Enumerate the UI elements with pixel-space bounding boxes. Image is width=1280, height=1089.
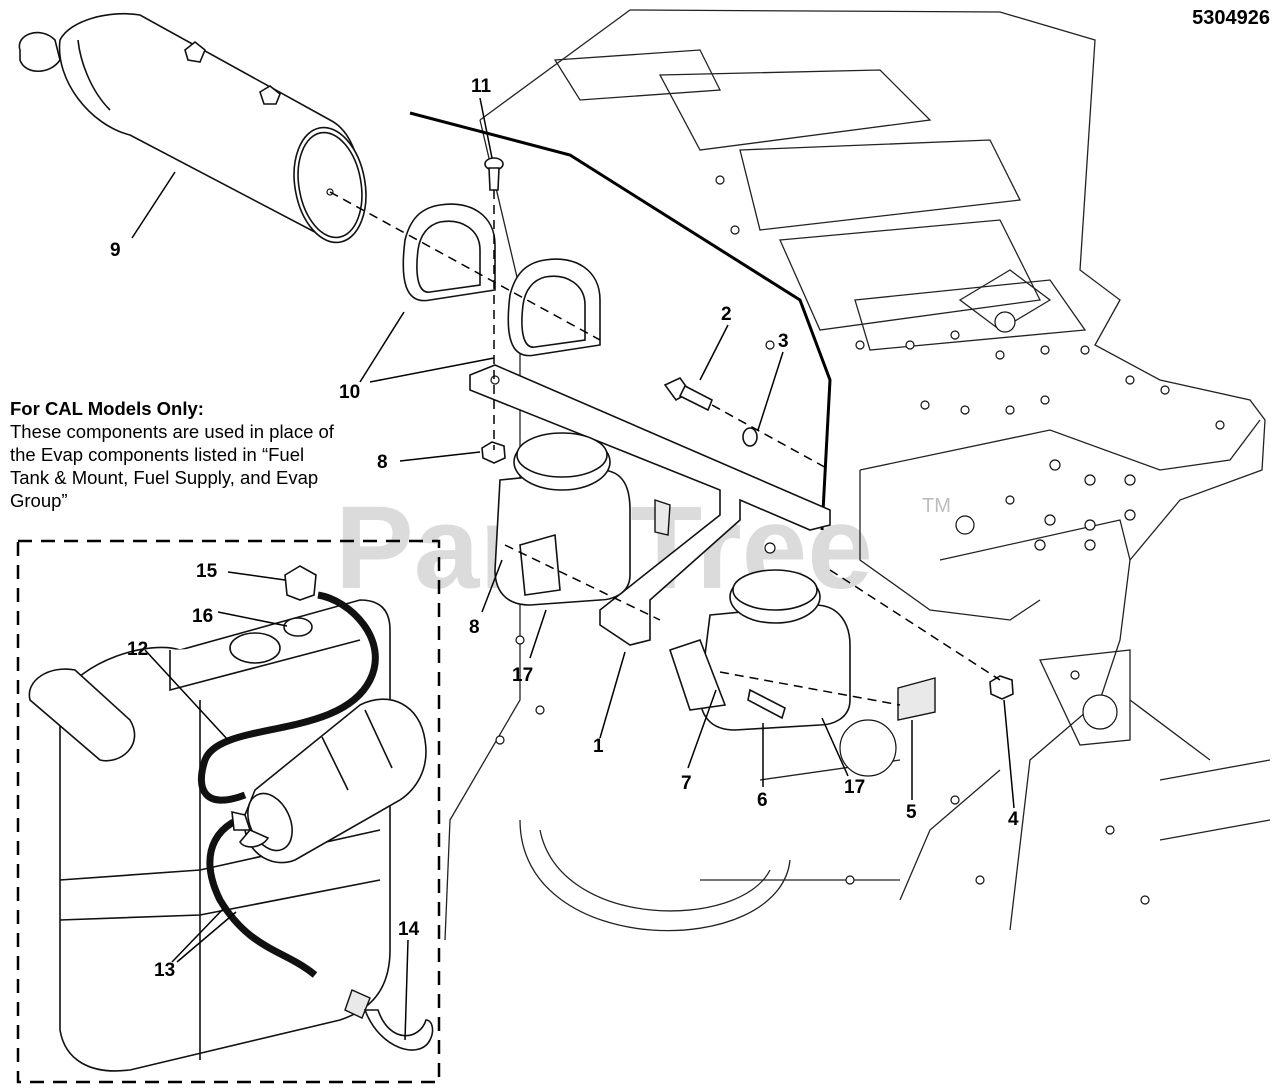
callout-13: 13	[154, 960, 175, 981]
callout-17-upper: 17	[512, 665, 533, 686]
part-5-label	[897, 677, 936, 721]
callout-7: 7	[681, 773, 692, 794]
cal-models-box	[16, 539, 441, 1084]
callout-8-lower: 8	[469, 617, 480, 638]
part-3-washer	[742, 427, 758, 447]
callout-16: 16	[192, 606, 213, 627]
callout-8-upper: 8	[377, 452, 388, 473]
part-4-nut	[989, 675, 1014, 700]
shield-outline	[409, 111, 832, 531]
callouts: 11 9 10 2 3 8 8 17 1 7 6 17 5 4 15 16 12…	[110, 76, 1019, 981]
part-17-valve-lower	[668, 569, 851, 731]
part-10-straps	[402, 203, 601, 357]
part-6-bolt	[747, 688, 786, 720]
cal-models-note: For CAL Models Only: These components ar…	[10, 397, 340, 512]
callout-10: 10	[339, 382, 360, 403]
watermark-trademark: TM	[922, 495, 951, 517]
callout-3: 3	[778, 331, 789, 352]
document-id: 5304926	[1192, 7, 1270, 29]
callout-15: 15	[196, 561, 218, 582]
part-16-grommet	[283, 617, 313, 637]
callout-1: 1	[593, 736, 604, 757]
part-11-bolt	[484, 157, 504, 191]
note-title: For CAL Models Only:	[10, 398, 204, 419]
part-2-bolt	[663, 376, 714, 412]
part-13-hose	[206, 811, 318, 978]
callout-11: 11	[471, 76, 492, 97]
part-8-nut	[481, 441, 506, 464]
callout-14: 14	[398, 919, 420, 940]
part-14-strap	[344, 989, 434, 1051]
leader-lines	[131, 97, 1015, 1041]
part-cal-canister	[231, 698, 427, 864]
part-9-canister	[18, 12, 367, 244]
callout-4: 4	[1008, 809, 1019, 830]
part-12-hose	[197, 591, 379, 804]
callout-12: 12	[127, 639, 148, 660]
assembly-lines	[329, 190, 1001, 706]
callout-6: 6	[757, 790, 768, 811]
callout-5: 5	[906, 802, 917, 823]
part-17-valve-upper	[494, 432, 671, 606]
note-body: These components are used in place of th…	[10, 421, 334, 511]
callout-17-lower: 17	[844, 777, 865, 798]
part-1-bracket	[469, 364, 831, 646]
part-15-fitting	[284, 565, 317, 601]
callout-9: 9	[110, 240, 121, 261]
callout-2: 2	[721, 304, 732, 325]
